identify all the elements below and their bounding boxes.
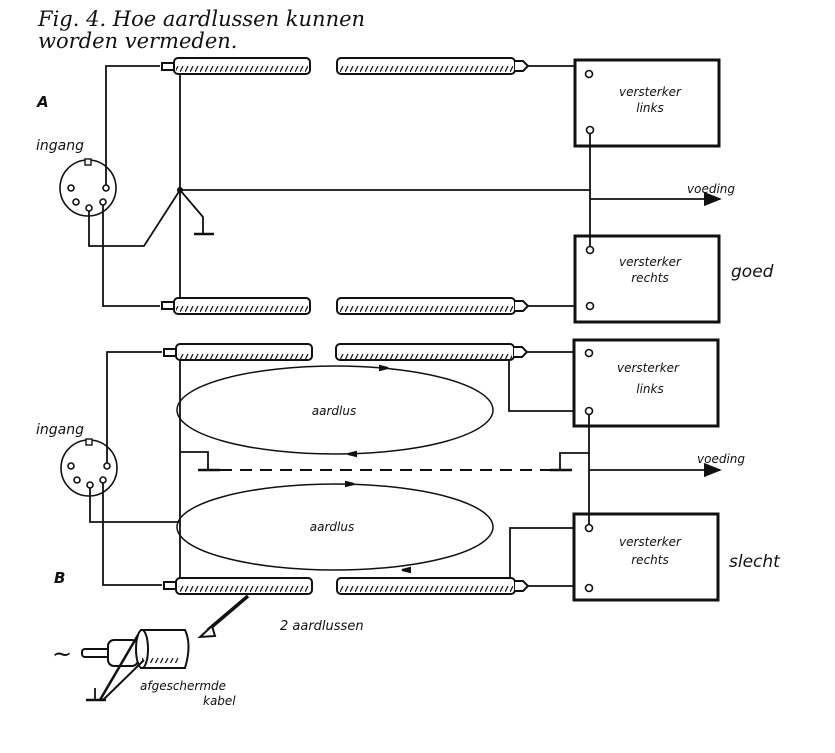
wire-b-right-chassis xyxy=(559,452,590,470)
cable-a-top-right xyxy=(336,57,530,75)
wire-b-shield-to-amp-left xyxy=(508,360,588,412)
verdict-a: goed xyxy=(731,262,774,282)
wire-a-ground xyxy=(88,189,181,247)
wire-a-top-signal xyxy=(105,65,160,185)
wire-b-shield-to-amp-right xyxy=(509,527,588,578)
cable-b-bottom-left xyxy=(163,577,313,595)
amp-right-a-line2: rechts xyxy=(631,271,668,285)
wire-a-bottom-signal xyxy=(102,205,160,307)
section-a: A ingang voeding xyxy=(36,57,774,324)
wire-a-chassis xyxy=(179,189,204,234)
earth-loop-upper: aardlus xyxy=(176,364,494,458)
cable-label-line1: afgeschermde xyxy=(140,679,226,693)
verdict-b: slecht xyxy=(729,552,781,572)
amp-left-a-line2: links xyxy=(636,101,663,115)
signal-source-icon: ~ xyxy=(52,640,72,668)
cable-label-line2: kabel xyxy=(203,694,236,708)
caption-line-2: worden vermeden. xyxy=(38,29,238,53)
cable-b-bottom-right xyxy=(336,577,530,595)
supply-label-b: voeding xyxy=(697,452,745,466)
amp-right-a-line1: versterker xyxy=(619,255,682,269)
cable-b-top-left xyxy=(163,343,313,361)
amp-left-b-line1: versterker xyxy=(617,361,680,375)
cable-a-bottom-left xyxy=(161,297,311,315)
cable-a-top-left xyxy=(161,57,311,75)
shielded-cable-inset: ~ afgeschermde kabel xyxy=(52,594,250,708)
earth-loops-count-label: 2 aardlussen xyxy=(280,619,364,634)
wire-b-left-chassis xyxy=(180,451,209,470)
amp-right-b-line1: versterker xyxy=(619,535,682,549)
section-b-input-label: ingang xyxy=(36,422,84,438)
section-b: B ingang xyxy=(36,338,781,634)
caption-line-1: Fig. 4. Hoe aardlussen kunnen xyxy=(38,7,366,31)
amp-left-b-line2: links xyxy=(636,382,663,396)
earth-loop-lower-label: aardlus xyxy=(310,520,354,534)
wire-b-bottom-signal xyxy=(102,483,162,586)
earth-loop-lower: aardlus xyxy=(176,480,494,574)
amp-right-b-line2: rechts xyxy=(631,553,668,567)
wire-b-ground xyxy=(89,488,180,523)
section-a-input-label: ingang xyxy=(36,138,84,154)
earth-loop-upper-label: aardlus xyxy=(312,404,356,418)
supply-label-a: voeding xyxy=(687,182,735,196)
figure-caption: Fig. 4. Hoe aardlussen kunnen worden ver… xyxy=(38,8,365,52)
amp-left-b: versterker links xyxy=(572,338,720,428)
section-b-label: B xyxy=(54,569,65,587)
amp-left-a: versterker links xyxy=(573,58,721,148)
din-connector-b xyxy=(60,438,118,497)
section-a-label: A xyxy=(36,93,49,111)
amp-left-a-line1: versterker xyxy=(619,85,682,99)
amp-right-b: versterker rechts xyxy=(572,512,720,602)
detail-pointer-arrow xyxy=(206,594,250,632)
din-connector-a xyxy=(59,158,117,217)
shield-braid-lead xyxy=(98,634,140,701)
cable-a-bottom-right xyxy=(336,297,530,315)
wire-b-top-signal xyxy=(106,351,162,463)
cable-b-top-right xyxy=(335,343,529,361)
amp-right-a: versterker rechts xyxy=(573,234,721,324)
